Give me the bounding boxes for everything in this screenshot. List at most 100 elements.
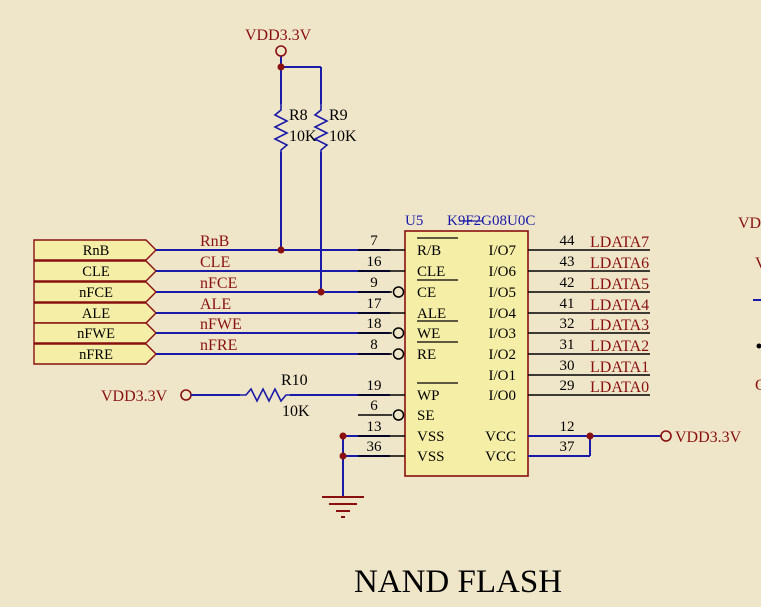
pin-name: RE [417, 347, 436, 363]
net-label: LDATA0 [590, 379, 649, 396]
pin-name: R/B [417, 243, 441, 259]
pin-name: I/O7 [489, 243, 517, 259]
pin-name: WP [417, 388, 440, 404]
pin-name: I/O5 [489, 285, 517, 301]
chip-right-pins: 44I/O7 LDATA7 43I/O6 LDATA6 42I/O5 LDATA5 41I/… [485, 233, 650, 465]
pin-name: CLE [417, 264, 445, 280]
pin-number: 19 [367, 378, 382, 394]
pin-number: 41 [560, 296, 575, 312]
pin-name: SE [417, 408, 435, 424]
vdd-right-label: VDD3.3V [675, 429, 742, 446]
net-label: LDATA1 [590, 359, 649, 376]
port-connector: RnB [33, 239, 157, 261]
signal-wires [156, 246, 390, 355]
net-label-rnb: RnB [200, 233, 229, 250]
pin-number: 7 [370, 233, 378, 249]
port-label: RnB [83, 243, 110, 259]
port-label: ALE [82, 306, 110, 322]
pin-name: I/O4 [489, 306, 517, 322]
resistor-r8-symbol [273, 104, 289, 152]
ground-icon [322, 496, 364, 518]
port-shape [33, 260, 157, 282]
chip-u5-body [404, 230, 529, 477]
port-shape [33, 322, 157, 344]
resistor-r10-symbol [240, 387, 290, 403]
edge-fragment-dot [756, 343, 761, 349]
pin-name: VCC [485, 449, 516, 465]
chip-ref: U5 [405, 213, 423, 229]
resistor-r10-value: 10K [282, 403, 310, 420]
inverter-bubble [392, 348, 405, 360]
pin-number: 36 [367, 439, 383, 455]
pin-number: 37 [560, 439, 576, 455]
edge-fragment-vd: VD [738, 215, 761, 232]
pin-name: ALE [417, 306, 446, 322]
port-connector: nFCE [33, 281, 157, 303]
pin-number: 8 [370, 337, 378, 353]
pin-name: I/O2 [489, 347, 517, 363]
resistor-r10-ref: R10 [281, 372, 308, 389]
edge-fragment-v: V [755, 255, 761, 272]
resistor-r8-value: 10K [289, 128, 317, 145]
pin-name: I/O1 [489, 368, 517, 384]
port-label: CLE [82, 264, 110, 280]
pin-number: 30 [560, 358, 575, 374]
pin-number: 42 [560, 275, 575, 291]
net-label: LDATA7 [590, 234, 649, 251]
pin-name: WE [417, 326, 440, 342]
port-shape [33, 239, 157, 261]
net-label-nfce: nFCE [200, 275, 237, 292]
signal-ports: RnB CLE nFCE ALE nFWE nFRE [33, 239, 157, 365]
vdd-top-label: VDD3.3V [245, 27, 312, 44]
pin-number: 16 [367, 254, 383, 270]
pin-number: 29 [560, 378, 575, 394]
pin-number: 31 [560, 337, 575, 353]
pin-name: I/O6 [489, 264, 517, 280]
pin-number: 44 [560, 233, 576, 249]
pin-number: 9 [370, 275, 378, 291]
net-label: LDATA5 [590, 276, 649, 293]
port-shape [33, 281, 157, 303]
net-label-cle: CLE [200, 254, 230, 271]
port-label: nFWE [77, 326, 115, 342]
vdd-top-symbol [275, 45, 287, 57]
vdd-top-rail [277, 56, 322, 104]
pin-name: CE [417, 285, 436, 301]
pin-name: VSS [417, 429, 445, 445]
chip-left-pins: 7R/B16CLE9CE17ALE18WE8RE19WP6SE13VSS36VS… [358, 233, 458, 465]
inverter-bubble [392, 286, 405, 298]
vcc-network [528, 432, 661, 457]
edge-fragment-c: C [755, 377, 761, 394]
port-shape [33, 343, 157, 365]
port-connector: CLE [33, 260, 157, 282]
pin-number: 43 [560, 254, 575, 270]
net-label-nfwe: nFWE [200, 316, 242, 333]
net-label: LDATA6 [590, 255, 649, 272]
resistor-r8-ref: R8 [289, 107, 308, 124]
port-label: nFCE [79, 285, 113, 301]
port-connector: nFRE [33, 343, 157, 365]
pin-number: 18 [367, 316, 382, 332]
net-label: LDATA2 [590, 338, 649, 355]
pin-name: VCC [485, 429, 516, 445]
net-label: LDATA3 [590, 317, 649, 334]
resistor-r9-symbol [313, 104, 329, 152]
vdd-left-label: VDD3.3V [101, 388, 168, 405]
pin-number: 13 [367, 419, 382, 435]
net-label-nfre: nFRE [200, 337, 237, 354]
resistor-r9-value: 10K [329, 128, 357, 145]
pin-name: VSS [417, 449, 445, 465]
port-label: nFRE [79, 347, 113, 363]
pin-name: I/O0 [489, 388, 517, 404]
port-connector: ALE [33, 302, 157, 324]
pin-name: I/O3 [489, 326, 517, 342]
net-label-ale: ALE [200, 296, 231, 313]
pin-number: 6 [370, 398, 378, 414]
vdd-left-symbol [180, 389, 192, 401]
pin-number: 17 [367, 296, 383, 312]
net-label: LDATA4 [590, 297, 649, 314]
port-shape [33, 302, 157, 324]
pin-number: 32 [560, 316, 575, 332]
ground-network [339, 432, 390, 497]
